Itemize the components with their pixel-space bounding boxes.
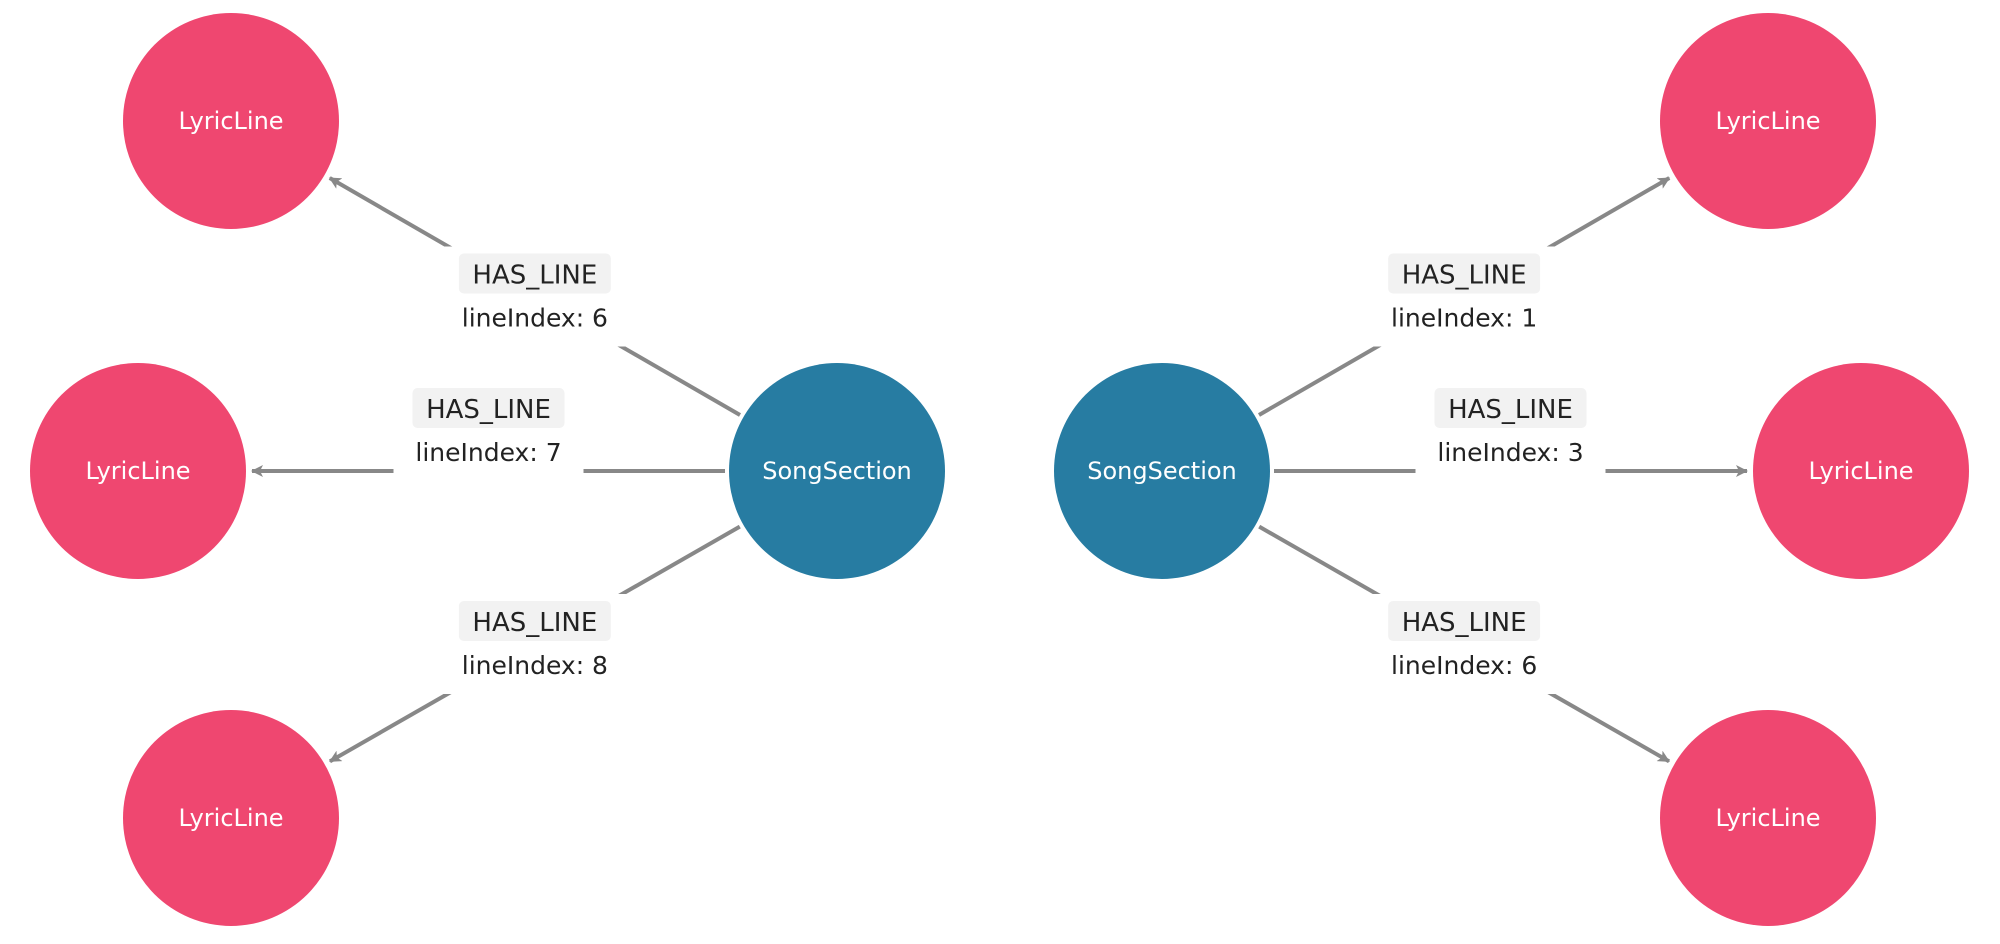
node-label: SongSection	[762, 457, 912, 485]
edge-type-badge	[412, 388, 565, 428]
edge-property-label: lineIndex: 7	[415, 438, 561, 467]
node-lyric-line[interactable]: LyricLine	[123, 13, 339, 229]
edge-type-badge	[1388, 601, 1541, 642]
node-circle[interactable]	[729, 363, 945, 579]
edge-has-line[interactable]: HAS_LINE lineIndex: 6	[1258, 524, 1671, 764]
edge-type-label: HAS_LINE	[472, 608, 597, 638]
edge-type-badge	[458, 601, 611, 642]
edge-property-label: lineIndex: 1	[1391, 304, 1537, 333]
node-lyric-line[interactable]: LyricLine	[123, 710, 339, 926]
node-lyric-line[interactable]: LyricLine	[1660, 13, 1876, 229]
node-circle[interactable]	[1753, 363, 1969, 579]
edge-has-line[interactable]: HAS_LINE lineIndex: 3	[1274, 381, 1748, 481]
edge-property-label: lineIndex: 6	[462, 304, 608, 333]
edge-property-label: lineIndex: 8	[462, 651, 608, 680]
edge-type-badge	[458, 253, 611, 294]
edge-type-badge	[1434, 388, 1587, 428]
edge-has-line[interactable]: HAS_LINE lineIndex: 7	[251, 381, 725, 481]
edge-property-label: lineIndex: 6	[1391, 651, 1537, 680]
node-label: LyricLine	[1715, 804, 1820, 832]
node-label: SongSection	[1087, 457, 1237, 485]
edge-has-line[interactable]: HAS_LINE lineIndex: 6	[328, 176, 742, 417]
node-circle[interactable]	[30, 363, 246, 579]
edge-type-label: HAS_LINE	[1402, 608, 1527, 638]
node-circle[interactable]	[1660, 710, 1876, 926]
node-song-section[interactable]: SongSection	[729, 363, 945, 579]
edges-layer: HAS_LINE lineIndex: 6 HAS_LINE lineIndex: 7…	[251, 176, 1748, 764]
edge-type-badge	[1388, 253, 1541, 294]
edge-type-label: HAS_LINE	[472, 261, 597, 291]
node-label: LyricLine	[1715, 107, 1820, 135]
edge-type-label: HAS_LINE	[1402, 261, 1527, 291]
node-song-section[interactable]: SongSection	[1054, 363, 1270, 579]
edge-type-label: HAS_LINE	[426, 395, 551, 425]
edge-has-line[interactable]: HAS_LINE lineIndex: 1	[1257, 176, 1671, 417]
node-lyric-line[interactable]: LyricLine	[30, 363, 246, 579]
node-circle[interactable]	[1660, 13, 1876, 229]
node-circle[interactable]	[1054, 363, 1270, 579]
node-label: LyricLine	[1808, 457, 1913, 485]
edge-type-label: HAS_LINE	[1448, 395, 1573, 425]
node-label: LyricLine	[178, 804, 283, 832]
node-label: LyricLine	[178, 107, 283, 135]
node-label: LyricLine	[85, 457, 190, 485]
node-lyric-line[interactable]: LyricLine	[1660, 710, 1876, 926]
edge-has-line[interactable]: HAS_LINE lineIndex: 8	[328, 524, 741, 764]
edge-property-label: lineIndex: 3	[1437, 438, 1583, 467]
node-circle[interactable]	[123, 710, 339, 926]
node-lyric-line[interactable]: LyricLine	[1753, 363, 1969, 579]
node-circle[interactable]	[123, 13, 339, 229]
